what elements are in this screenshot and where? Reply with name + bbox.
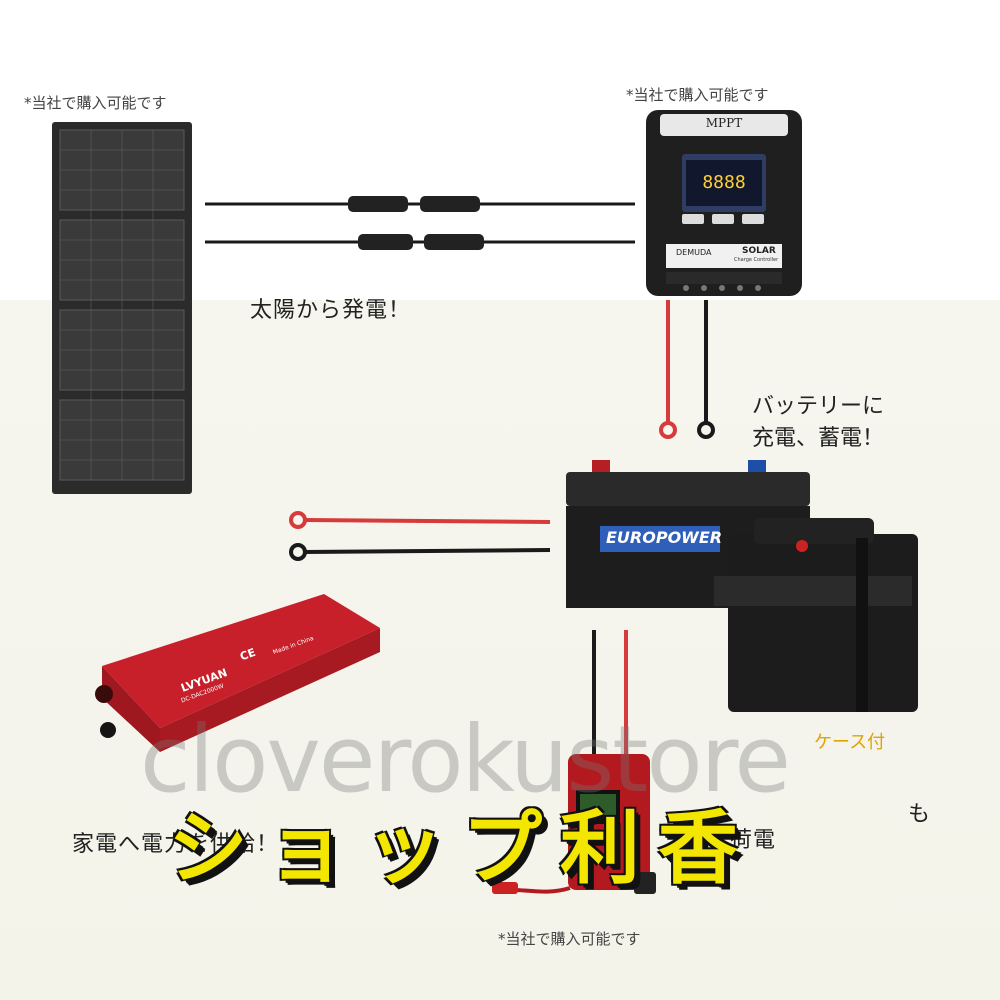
battery-case-image	[714, 518, 918, 712]
charger-purchase-note: *当社で購入可能です	[498, 930, 641, 948]
panel-purchase-note: *当社で購入可能です	[24, 94, 167, 112]
shop-name-overlay: ショップ利香	[168, 802, 756, 895]
controller-body-shape	[646, 110, 802, 296]
watermark-text: cloverokustore	[140, 706, 791, 813]
controller-brand: DEMUDA	[676, 248, 712, 257]
controller-solar-label: SOLAR	[742, 246, 776, 256]
battery-brand: EUROPOWER	[606, 528, 723, 547]
solar-panel-image	[52, 122, 192, 494]
mc4-cables-image	[205, 196, 635, 250]
controller-battery-wires	[659, 300, 715, 439]
right-partial-caption-2: 荷電	[730, 828, 777, 853]
mppt-controller-image: MPPT 8888 DEMUDA SOLAR Charge Controller	[646, 110, 802, 296]
inverter-body-shape	[95, 594, 380, 752]
case-caption: ケース付	[814, 732, 886, 753]
battery-caption-line2: 充電、蓄電！	[752, 426, 885, 451]
controller-display: 8888	[702, 172, 746, 193]
controller-purchase-note: *当社で購入可能です	[626, 86, 769, 104]
controller-sub-label: Charge Controller	[734, 257, 779, 263]
inverter-wires	[289, 511, 551, 561]
power-inverter-image: LVYUAN CE DC-DAC2000W Made in China	[84, 588, 384, 758]
appliance-caption: 家電へ電力を供給！	[72, 832, 280, 857]
battery-caption-line1: バッテリーに	[752, 394, 885, 419]
controller-header: MPPT	[705, 116, 743, 130]
right-partial-caption-1: も	[908, 802, 932, 827]
solar-caption: 太陽から発電！	[250, 298, 412, 323]
battery-charger-image	[492, 630, 656, 894]
